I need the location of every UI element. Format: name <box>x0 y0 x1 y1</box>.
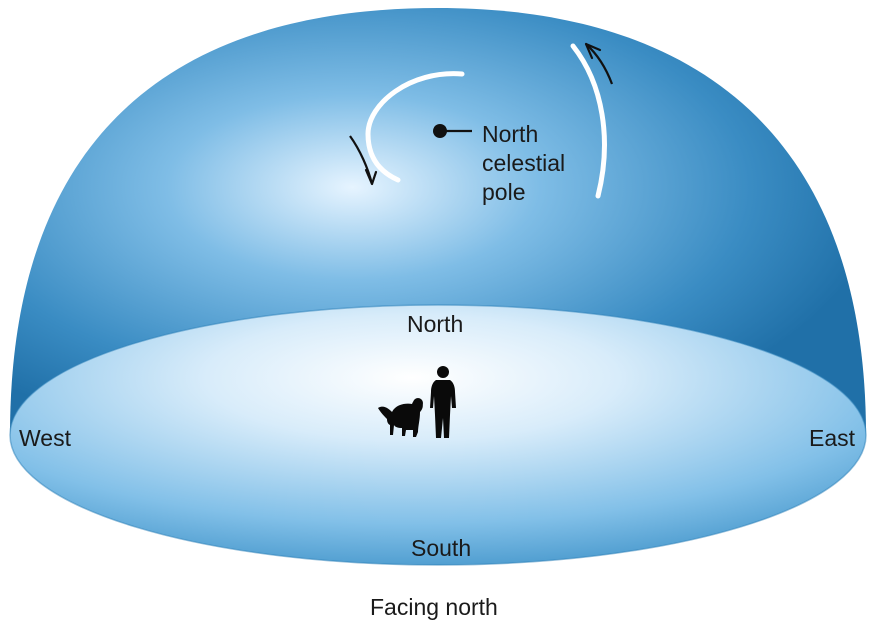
horizon-rim <box>9 304 867 566</box>
north-celestial-pole-label: North celestial pole <box>482 120 565 207</box>
pole-dot-icon <box>433 124 447 138</box>
pole-label-line-2: celestial <box>482 150 566 176</box>
rotation-arrow-icon <box>349 135 378 186</box>
north-direction-label: North <box>407 311 464 337</box>
inner-rotation-arc <box>365 71 465 183</box>
south-direction-label: South <box>411 535 472 561</box>
west-direction-label: West <box>19 425 71 451</box>
diagram-caption: Facing north <box>370 594 498 620</box>
rotation-arrow-icon <box>584 42 614 85</box>
dog-icon <box>378 398 423 437</box>
east-direction-label: East <box>809 425 856 451</box>
person-icon <box>430 366 456 438</box>
pole-label-line-1: North <box>482 121 539 147</box>
outer-rotation-arc <box>570 43 607 199</box>
pole-label-line-3: pole <box>482 179 526 205</box>
